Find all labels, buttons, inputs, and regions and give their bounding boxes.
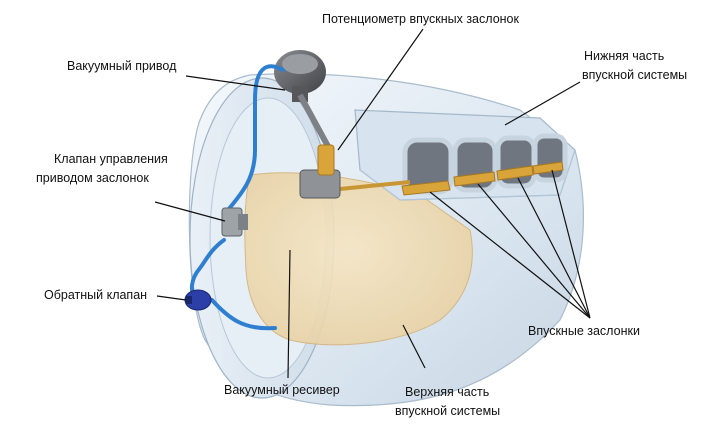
leader-lines: [154, 28, 591, 379]
label-check-valve: Обратный клапан: [44, 288, 148, 302]
check-valve: [184, 289, 212, 311]
label-lower-intake-2: впускной системы: [582, 68, 688, 82]
intake-flaps: [401, 161, 564, 196]
label-lower-intake-1: Нижняя часть: [584, 49, 665, 63]
label-upper-intake-1: Верхняя часть: [405, 385, 490, 399]
label-intake-flaps: Впускные заслонки: [528, 324, 640, 338]
runner-ports: [402, 133, 568, 195]
throttle-potentiometer: [299, 144, 341, 199]
label-vacuum-actuator: Вакуумный привод: [67, 59, 177, 73]
label-upper-intake-2: впускной системы: [395, 404, 501, 418]
label-control-valve-2: приводом заслонок: [36, 171, 149, 185]
label-throttle-potentiometer: Потенциометр впускных заслонок: [322, 12, 519, 26]
vacuum-actuator: [274, 50, 333, 152]
control-valve: [221, 207, 248, 237]
flap-shaft: [329, 180, 411, 192]
label-control-valve-1: Клапан управления: [54, 152, 168, 166]
label-vacuum-reservoir: Вакуумный ресивер: [224, 383, 340, 397]
